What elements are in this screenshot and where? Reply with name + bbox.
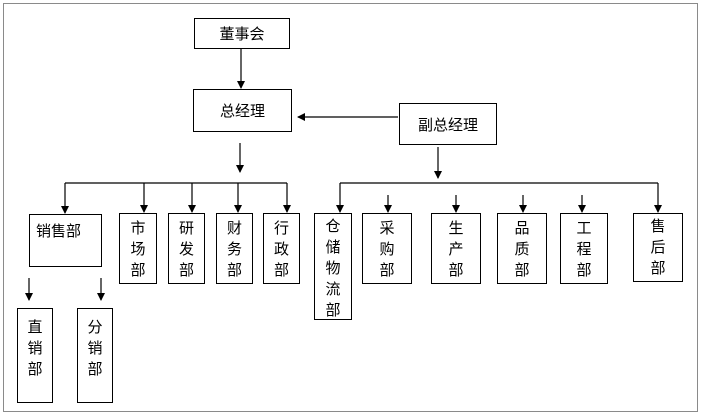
node-logistics-char-1: 仓	[325, 217, 341, 235]
node-production-char-3: 部	[448, 261, 464, 279]
node-gm-label: 总经理	[219, 102, 265, 120]
node-board-label: 董事会	[219, 25, 265, 43]
node-finance-char-2: 务	[226, 240, 242, 258]
node-aftersales-char-2: 后	[650, 238, 666, 256]
node-branch-sales-char-3: 部	[87, 360, 103, 378]
node-direct-sales-char-2: 销	[27, 339, 43, 357]
node-quality-char-3: 部	[514, 261, 530, 279]
node-market: 市 场 部	[119, 213, 157, 284]
node-logistics-char-2: 储	[325, 238, 341, 256]
node-logistics-char-4: 流	[325, 280, 341, 298]
node-logistics-char-5: 部	[325, 301, 341, 319]
diagram-frame	[3, 3, 698, 412]
node-branch-sales-char-1: 分	[87, 318, 103, 336]
node-engineering: 工 程 部	[560, 213, 608, 284]
node-engineering-char-1: 工	[576, 219, 592, 237]
node-quality-char-2: 质	[514, 240, 530, 258]
node-production-char-2: 产	[448, 240, 464, 258]
node-branch-sales: 分 销 部	[77, 308, 113, 403]
node-purchase: 采 购 部	[362, 213, 412, 284]
node-rnd-char-2: 发	[178, 240, 194, 258]
node-logistics: 仓 储 物 流 部	[314, 213, 352, 320]
node-admin-char-2: 政	[273, 240, 289, 258]
node-board: 董事会	[194, 18, 290, 49]
node-sales-label: 销售部	[36, 222, 82, 240]
node-purchase-char-3: 部	[379, 261, 395, 279]
node-logistics-char-3: 物	[325, 259, 341, 277]
node-rnd-char-1: 研	[178, 219, 194, 237]
node-admin-char-1: 行	[273, 219, 289, 237]
node-vgm: 副总经理	[399, 103, 497, 145]
node-branch-sales-char-2: 销	[87, 339, 103, 357]
node-aftersales-char-3: 部	[650, 259, 666, 277]
node-rnd: 研 发 部	[168, 213, 205, 284]
node-finance: 财 务 部	[216, 213, 253, 284]
node-admin: 行 政 部	[263, 213, 300, 284]
node-production: 生 产 部	[431, 213, 481, 284]
node-direct-sales: 直 销 部	[17, 308, 53, 403]
node-quality-char-1: 品	[514, 219, 530, 237]
node-gm: 总经理	[193, 89, 292, 132]
node-purchase-char-1: 采	[379, 219, 395, 237]
node-finance-char-3: 部	[226, 261, 242, 279]
node-aftersales: 售 后 部	[633, 213, 683, 282]
node-purchase-char-2: 购	[379, 240, 395, 258]
node-quality: 品 质 部	[497, 213, 547, 284]
node-production-char-1: 生	[448, 219, 464, 237]
node-engineering-char-2: 程	[576, 240, 592, 258]
node-engineering-char-3: 部	[576, 261, 592, 279]
node-vgm-label: 副总经理	[417, 115, 478, 134]
node-direct-sales-char-3: 部	[27, 360, 43, 378]
node-finance-char-1: 财	[226, 219, 242, 237]
node-market-char-3: 部	[130, 261, 146, 279]
node-market-char-2: 场	[130, 240, 146, 258]
node-direct-sales-char-1: 直	[27, 318, 43, 336]
node-rnd-char-3: 部	[178, 261, 194, 279]
node-admin-char-3: 部	[273, 261, 289, 279]
node-sales: 销售部	[29, 214, 102, 267]
node-market-char-1: 市	[130, 219, 146, 237]
node-aftersales-char-1: 售	[650, 217, 666, 235]
